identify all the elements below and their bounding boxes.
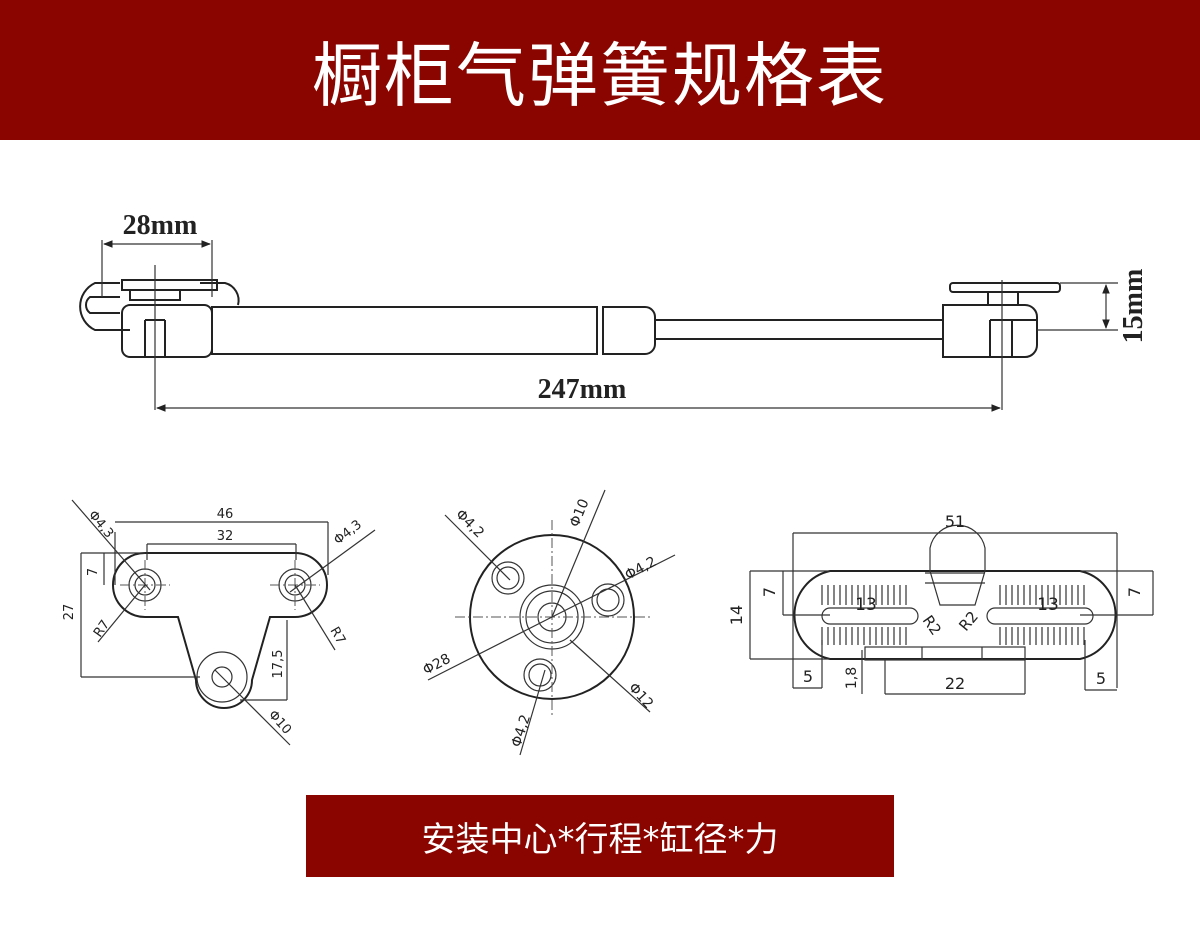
slot-length-right: 13 [1037,595,1059,615]
bracket-width-32: 32 [217,529,234,544]
slot-radius-right: R2 [955,608,982,635]
right-radius: R7 [327,625,349,647]
height-dimension-label: 15mm [1118,269,1149,344]
slot-half-height-right: 7 [1125,587,1144,597]
slot-edge-right: 5 [1096,669,1106,688]
round-hole-b-diameter: Φ4,2 [509,713,535,750]
bracket-offset-7: 7 [86,568,101,576]
plate-thickness: 1,8 [844,667,860,689]
spec-format-label: 安装中心*行程*缸径*力 [421,819,779,860]
footer-banner: 安装中心*行程*缸径*力 [306,795,894,877]
slot-height-14: 14 [727,605,746,625]
base-width-22: 22 [945,674,965,693]
round-bracket-drawing: Φ4,2 Φ10 Φ4,2 Φ28 Φ12 Φ4,2 [420,489,676,756]
length-dimension-label: 247mm [538,374,627,405]
title-banner: 橱柜气弹簧规格表 [0,0,1200,140]
comb-teeth [821,585,1085,645]
width-dimension-label: 28mm [123,210,198,241]
round-hole-tl-diameter: Φ4,2 [452,507,487,542]
right-hole-diameter: Φ4,3 [331,517,365,548]
inner-ring-diameter: Φ12 [625,680,656,712]
slot-length-left: 13 [855,595,877,615]
slot-edge-left: 5 [803,667,813,686]
slot-half-height-left: 7 [760,587,779,597]
left-radius: R7 [91,618,113,641]
round-hole-r-diameter: Φ4,2 [622,554,659,584]
bracket-drop-17-5: 17,5 [271,650,286,679]
slot-bracket-drawing: 51 14 7 7 13 13 R2 R2 5 5 1,8 22 [727,512,1154,695]
slot-width-51: 51 [945,512,965,531]
slot-radius-left: R2 [919,612,945,639]
page-title: 橱柜气弹簧规格表 [312,34,888,117]
bottom-hole-diameter: Φ10 [265,708,294,738]
left-hole-diameter: Φ4,3 [85,508,116,541]
bracket-height-27: 27 [62,604,77,621]
outer-diameter: Φ28 [420,651,453,679]
left-bracket-drawing: 46 32 7 27 17,5 Φ4,3 R7 Φ4,3 R7 Φ10 [62,499,376,746]
center-diameter: Φ10 [567,497,593,530]
bracket-width-46: 46 [217,507,234,522]
gas-spring-side-view: 28mm 247mm 15mm [79,210,1149,412]
